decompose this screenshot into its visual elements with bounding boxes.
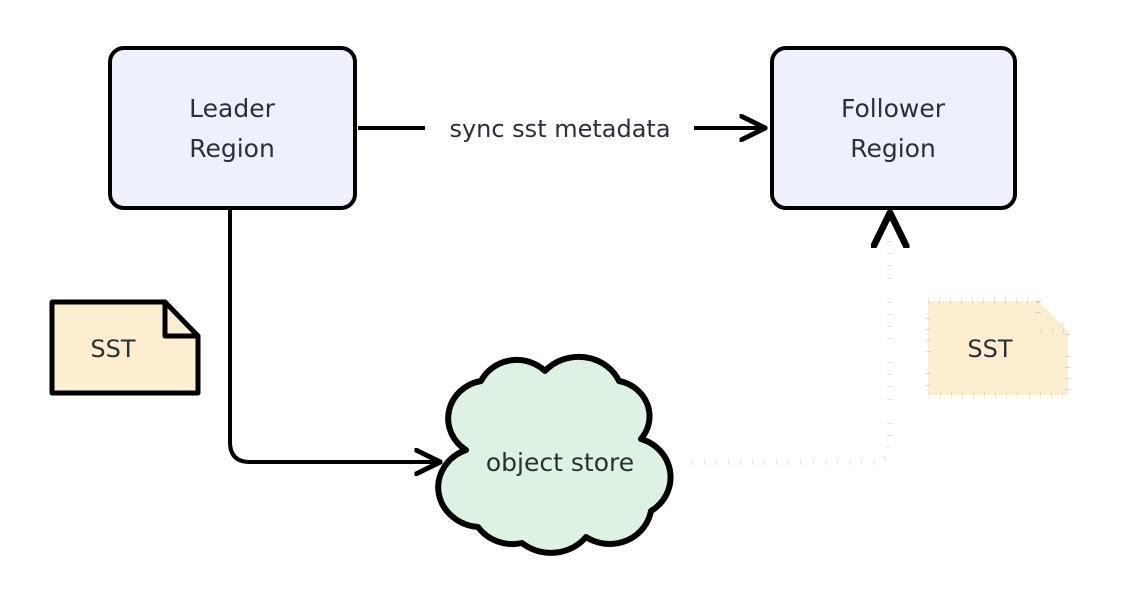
sst-leader-body[interactable] xyxy=(49,299,201,396)
fetch-edge-line xyxy=(692,216,890,465)
edge-fetch-from-object-store xyxy=(692,216,890,465)
sst-follower-label: SST xyxy=(967,335,1012,363)
edge-upload-to-object-store xyxy=(228,208,438,462)
node-leader-region[interactable]: Leader Region xyxy=(108,46,357,210)
node-sst-follower[interactable]: SST xyxy=(925,298,1071,398)
leader-region-box[interactable] xyxy=(108,46,357,210)
sst-leader-label: SST xyxy=(90,335,135,363)
follower-region-box[interactable] xyxy=(770,46,1017,210)
follower-region-label-line1: Follower xyxy=(841,94,946,123)
sst-leader-fold-icon xyxy=(162,299,201,339)
node-object-store[interactable]: object store xyxy=(435,353,674,556)
edge-sync-sst-metadata: sync sst metadata xyxy=(358,115,763,143)
node-follower-region[interactable]: Follower Region xyxy=(770,46,1017,210)
follower-region-label-line2: Region xyxy=(850,134,936,163)
sync-edge-label: sync sst metadata xyxy=(449,115,670,143)
leader-region-label-line2: Region xyxy=(189,134,275,163)
leader-region-label-line1: Leader xyxy=(189,94,275,123)
upload-edge-line xyxy=(228,208,438,462)
object-store-label: object store xyxy=(486,448,634,477)
sst-follower-body[interactable] xyxy=(925,298,1071,398)
node-sst-leader[interactable]: SST xyxy=(49,299,201,396)
object-store-cloud-shape[interactable] xyxy=(435,353,674,556)
